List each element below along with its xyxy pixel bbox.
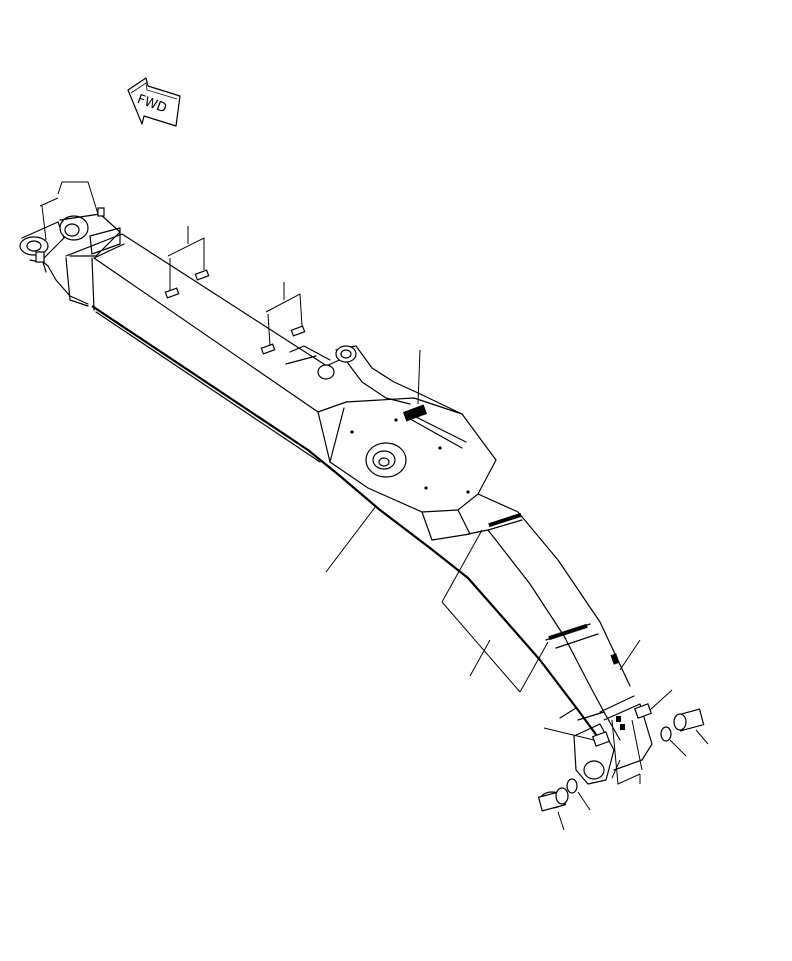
fwd-label: FWD (135, 92, 169, 116)
pin-left (537, 787, 569, 812)
washer-left (566, 778, 578, 794)
washer-right (660, 726, 672, 742)
forward-arrow-icon (127, 77, 181, 127)
boom-center-section (329, 397, 497, 541)
pin-parts (537, 708, 705, 812)
fwd-indicator: FWD (127, 77, 181, 127)
boom-tip (573, 703, 653, 785)
boom-rear-section (65, 233, 601, 741)
boom-front-section (431, 493, 635, 741)
pin-right (673, 708, 705, 732)
boom-assembly (19, 207, 705, 812)
boom-foot (19, 207, 121, 305)
leader-lines (39, 181, 709, 831)
mounting-pads (164, 269, 306, 355)
cylinder-bracket (285, 345, 467, 449)
